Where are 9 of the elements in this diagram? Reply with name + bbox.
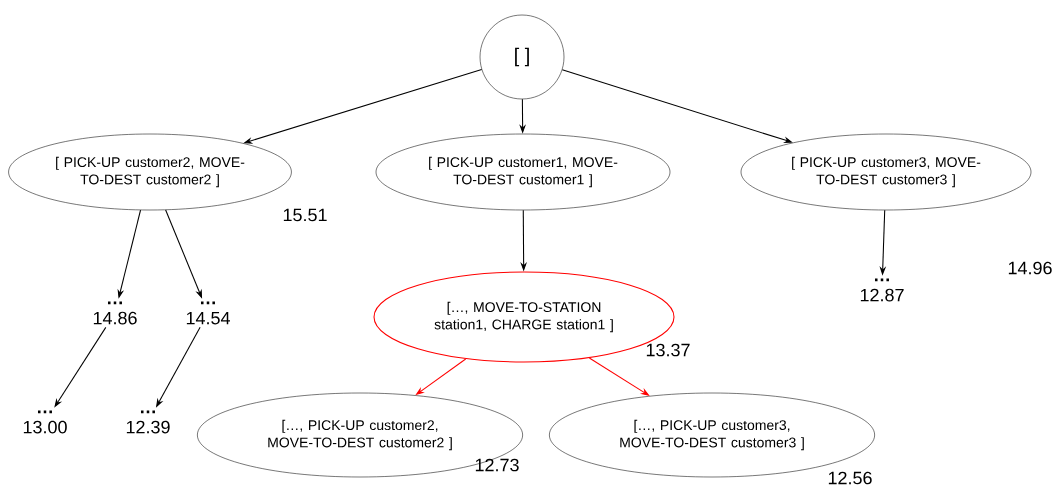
score-label: 13.37 xyxy=(646,343,690,357)
score-label: 14.96 xyxy=(1008,261,1052,275)
state-value: … 14.86 xyxy=(93,301,137,325)
state-value: … 12.39 xyxy=(126,410,170,434)
state-value: … 13.00 xyxy=(23,410,67,434)
score-label: 15.51 xyxy=(283,208,327,222)
state-value: … 14.54 xyxy=(186,301,230,325)
state-value: … 12.87 xyxy=(860,278,904,302)
score-label: 12.73 xyxy=(475,458,519,472)
